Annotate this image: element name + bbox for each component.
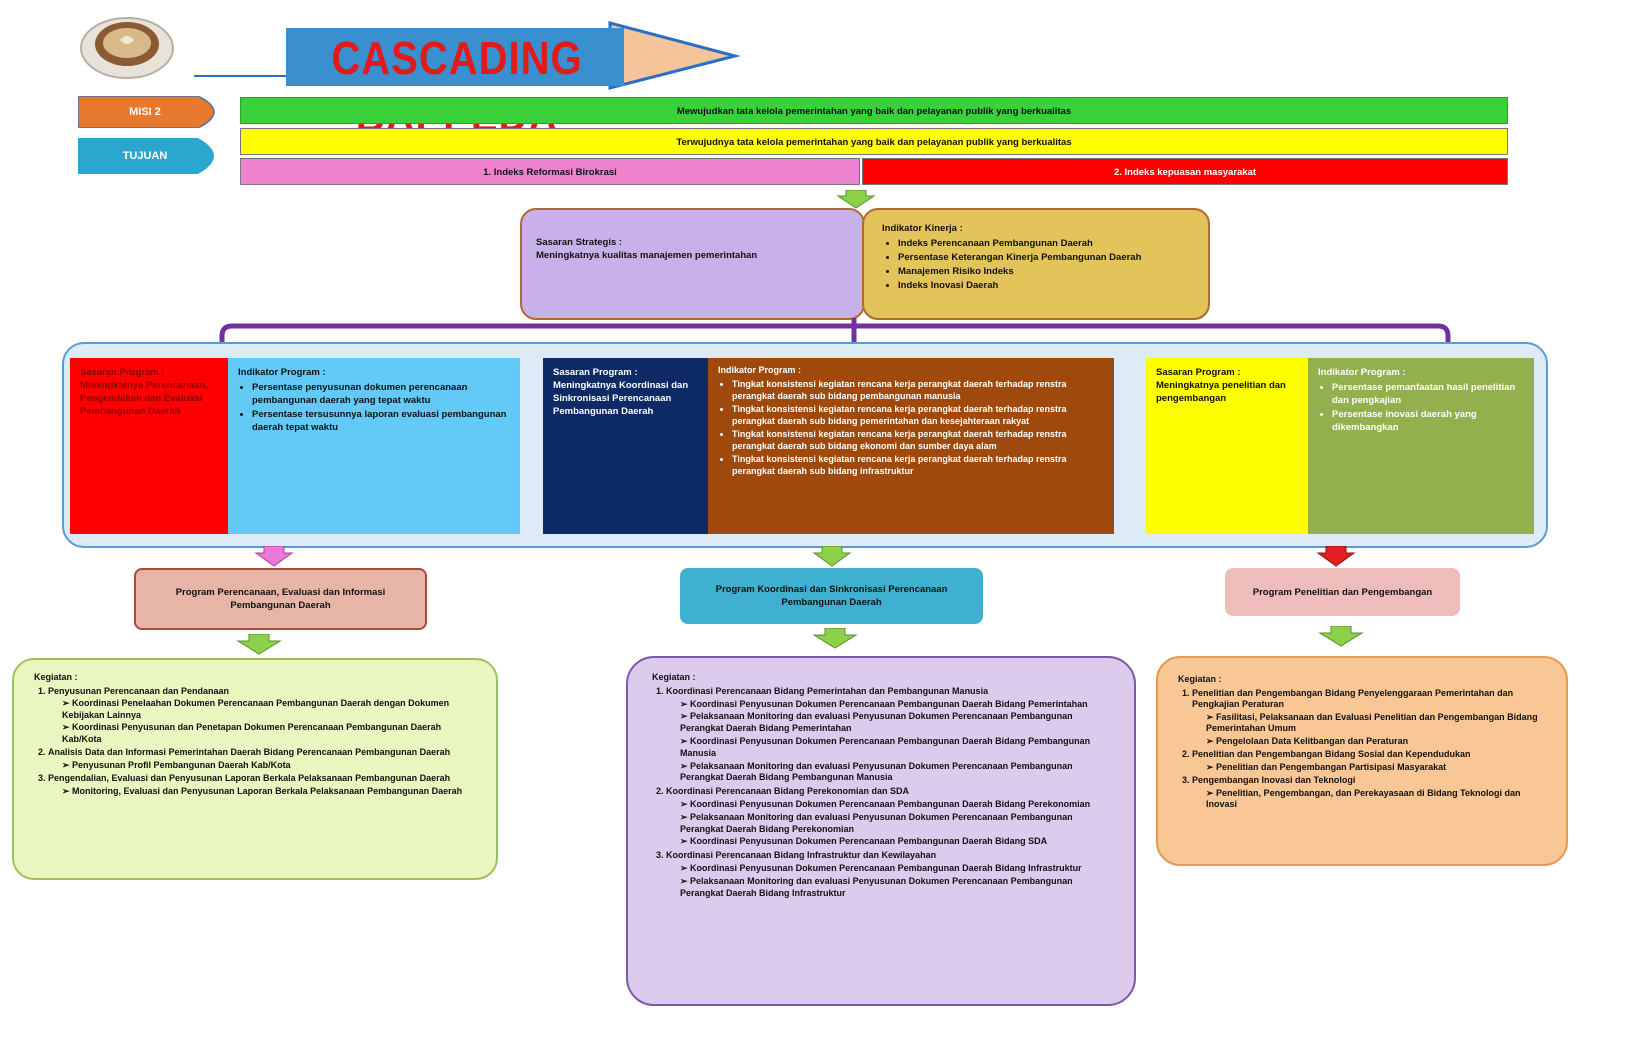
kegiatan-item: Analisis Data dan Informasi Pemerintahan…	[48, 747, 451, 757]
kegiatan-sub: Fasilitasi, Pelaksanaan dan Evaluasi Pen…	[1206, 712, 1552, 735]
kegiatan-sub: Pelaksanaan Monitoring dan evaluasi Peny…	[680, 761, 1112, 785]
indikator-kinerja-item: Indeks Perencanaan Pembangunan Daerah	[898, 237, 1190, 250]
kegiatan-sub: Penelitian, Pengembangan, dan Perekayasa…	[1206, 788, 1552, 811]
kegiatan-sub: Monitoring, Evaluasi dan Penyusunan Lapo…	[62, 786, 482, 798]
kegiatan-box-1: Kegiatan : Penyusunan Perencanaan dan Pe…	[12, 658, 498, 880]
coffee-cup-icon	[80, 17, 174, 79]
kegiatan-sub: Koordinasi Penyusunan Dokumen Perencanaa…	[680, 699, 1112, 711]
indikator-kinerja-item: Persentase Keterangan Kinerja Pembanguna…	[898, 251, 1190, 264]
misi-tag-shape	[78, 96, 215, 128]
logo	[80, 8, 174, 80]
indikator-program-label: Indikator Program :	[718, 365, 802, 375]
indikator-program-item: Tingkat konsistensi kegiatan rencana ker…	[732, 453, 1104, 477]
kegiatan-sub: Pelaksanaan Monitoring dan evaluasi Peny…	[680, 876, 1112, 900]
indikator-kinerja-item: Indeks Inovasi Daerah	[898, 279, 1190, 292]
kegiatan-label: Kegiatan :	[1178, 674, 1222, 684]
sasaran-strategis-text: Meningkatnya kualitas manajemen pemerint…	[536, 250, 758, 261]
kegiatan-label: Kegiatan :	[652, 672, 696, 682]
kegiatan-sub: Koordinasi Penyusunan Dokumen Perencanaa…	[680, 736, 1112, 760]
sasaran-strategis-box: Sasaran Strategis : Meningkatnya kualita…	[520, 208, 865, 320]
down-arrow-icon	[836, 190, 876, 209]
tujuan-bar: Terwujudnya tata kelola pemerintahan yan…	[240, 128, 1508, 155]
tujuan-tag-shape	[78, 138, 214, 174]
tujuan-tag: TUJUAN	[122, 150, 168, 162]
kegiatan-sub: Pelaksanaan Monitoring dan evaluasi Peny…	[680, 711, 1112, 735]
kegiatan-box-2: Kegiatan : Koordinasi Perencanaan Bidang…	[626, 656, 1136, 1006]
down-arrow-icon	[254, 546, 294, 567]
kegiatan-sub: Koordinasi Penyusunan Dokumen Perencanaa…	[680, 799, 1112, 811]
kegiatan-sub: Penyusunan Profil Pembangunan Daerah Kab…	[62, 760, 482, 772]
indikator-program-label: Indikator Program :	[238, 367, 326, 378]
kegiatan-item: Pengembangan Inovasi dan Teknologi	[1192, 775, 1356, 785]
program-name: Program Koordinasi dan Sinkronisasi Pere…	[715, 584, 948, 608]
kegiatan-item: Penelitian dan Pengembangan Bidang Sosia…	[1192, 749, 1471, 759]
kegiatan-sub: Penelitian dan Pengembangan Partisipasi …	[1206, 762, 1552, 774]
program-box-3: Program Penelitian dan Pengembangan	[1225, 568, 1460, 616]
down-arrow-icon	[812, 628, 858, 649]
misi-bar: Mewujudkan tata kelola pemerintahan yang…	[240, 97, 1508, 124]
down-arrow-icon	[1318, 626, 1364, 647]
kegiatan-sub: Pengelolaan Data Kelitbangan dan Peratur…	[1206, 736, 1552, 748]
sasaran-program-text: Meningkatnya Perencanaan, Pengendalian d…	[80, 380, 208, 417]
indikator-kinerja-label: Indikator Kinerja :	[882, 223, 963, 234]
misi-tag: MISI 2	[129, 106, 161, 118]
kegiatan-sub: Koordinasi Penyusunan dan Penetapan Doku…	[62, 722, 482, 745]
kegiatan-item: Pengendalian, Evaluasi dan Penyusunan La…	[48, 773, 451, 783]
sasaran-program-text: Meningkatnya Koordinasi dan Sinkronisasi…	[553, 380, 689, 417]
kegiatan-item: Koordinasi Perencanaan Bidang Perekonomi…	[666, 786, 910, 797]
kegiatan-sub: Koordinasi Penyusunan Dokumen Perencanaa…	[680, 863, 1112, 875]
indikator-tujuan-2: 2. Indeks kepuasan masyarakat	[862, 158, 1508, 185]
indikator-tujuan-1: 1. Indeks Reformasi Birokrasi	[240, 158, 860, 185]
kegiatan-item: Koordinasi Perencanaan Bidang Pemerintah…	[666, 685, 989, 696]
down-arrow-icon	[1316, 546, 1356, 567]
indikator-program-1: Indikator Program : Persentase penyusuna…	[228, 358, 520, 534]
indikator-program-item: Tingkat konsistensi kegiatan rencana ker…	[732, 378, 1104, 402]
indikator-program-item: Tingkat konsistensi kegiatan rencana ker…	[732, 403, 1104, 427]
indikator-program-item: Persentase inovasi daerah yang dikembang…	[1332, 408, 1524, 434]
program-name: Program Penelitian dan Pengembangan	[1252, 586, 1433, 598]
sasaran-program-2: Sasaran Program : Meningkatnya Koordinas…	[543, 358, 708, 534]
kegiatan-sub: Pelaksanaan Monitoring dan evaluasi Peny…	[680, 812, 1112, 836]
indikator-kinerja-box: Indikator Kinerja : Indeks Perencanaan P…	[862, 208, 1210, 320]
page-title: CASCADING BAPPEDA	[331, 33, 583, 142]
indikator-program-3: Indikator Program : Persentase pemanfaat…	[1308, 358, 1534, 534]
indikator-program-item: Persentase penyusunan dokumen perencanaa…	[252, 381, 510, 407]
kegiatan-sub: Koordinasi Penyusunan Dokumen Perencanaa…	[680, 836, 1112, 848]
sasaran-program-3: Sasaran Program : Meningkatnya penelitia…	[1146, 358, 1308, 534]
indikator-program-item: Persentase pemanfaatan hasil penelitian …	[1332, 381, 1524, 407]
program-box-1: Program Perencanaan, Evaluasi dan Inform…	[134, 568, 427, 630]
kegiatan-item: Penelitian dan Pengembangan Bidang Penye…	[1192, 687, 1514, 710]
program-name: Program Perencanaan, Evaluasi dan Inform…	[175, 587, 386, 611]
sasaran-program-label: Sasaran Program :	[1156, 367, 1241, 378]
program-box-2: Program Koordinasi dan Sinkronisasi Pere…	[680, 568, 983, 624]
sasaran-program-text: Meningkatnya penelitian dan pengembangan	[1156, 380, 1286, 404]
sasaran-strategis-label: Sasaran Strategis :	[536, 237, 623, 248]
indikator-program-2: Indikator Program : Tingkat konsistensi …	[708, 358, 1114, 534]
kegiatan-item: Penyusunan Perencanaan dan Pendanaan	[48, 685, 230, 696]
indikator-program-item: Persentase tersusunnya laporan evaluasi …	[252, 408, 510, 434]
sasaran-program-label: Sasaran Program :	[80, 367, 165, 378]
title-arrow	[194, 21, 741, 90]
indikator-program-label: Indikator Program :	[1318, 367, 1406, 378]
kegiatan-sub: Koordinasi Penelaahan Dokumen Perencanaa…	[62, 698, 482, 721]
down-arrow-icon	[236, 634, 282, 655]
indikator-kinerja-item: Manajemen Risiko Indeks	[898, 265, 1190, 278]
sasaran-program-label: Sasaran Program :	[553, 367, 638, 378]
indikator-program-item: Tingkat konsistensi kegiatan rencana ker…	[732, 428, 1104, 452]
kegiatan-label: Kegiatan :	[34, 672, 78, 682]
kegiatan-box-3: Kegiatan : Penelitian dan Pengembangan B…	[1156, 656, 1568, 866]
sasaran-program-1: Sasaran Program : Meningkatnya Perencana…	[70, 358, 228, 534]
kegiatan-item: Koordinasi Perencanaan Bidang Infrastruk…	[666, 850, 937, 861]
down-arrow-icon	[812, 546, 852, 567]
